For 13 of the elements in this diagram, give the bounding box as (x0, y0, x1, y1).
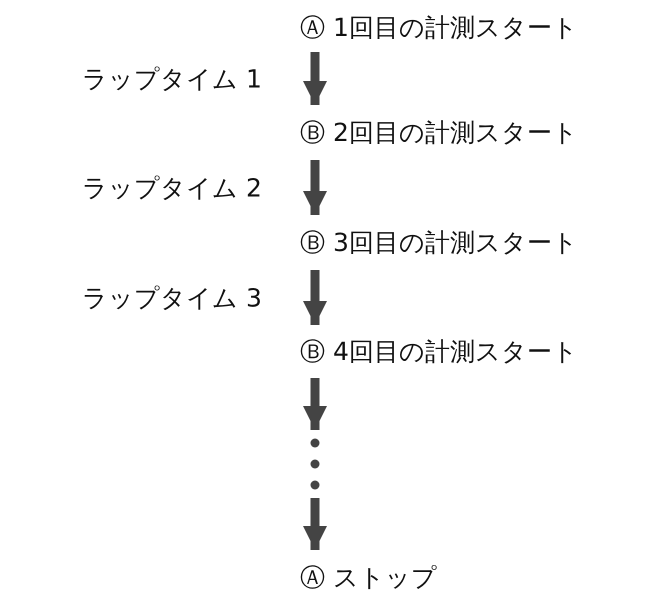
edge-label: ラップタイム 2 (82, 172, 262, 204)
down-arrow (303, 498, 327, 550)
step-label: Ⓐ ストップ (300, 550, 437, 605)
edge-label: ラップタイム 1 (82, 63, 262, 95)
step-label: Ⓑ 3回目の計測スタート (300, 215, 578, 270)
step-label: Ⓑ 4回目の計測スタート (300, 325, 578, 378)
down-arrow (303, 52, 327, 105)
down-arrow (303, 378, 327, 430)
edge-label: ラップタイム 3 (82, 282, 262, 314)
down-arrow (303, 160, 327, 215)
down-arrow (303, 270, 327, 325)
step-label: Ⓐ 1回目の計測スタート (300, 2, 578, 52)
step-label: Ⓑ 2回目の計測スタート (300, 105, 578, 160)
